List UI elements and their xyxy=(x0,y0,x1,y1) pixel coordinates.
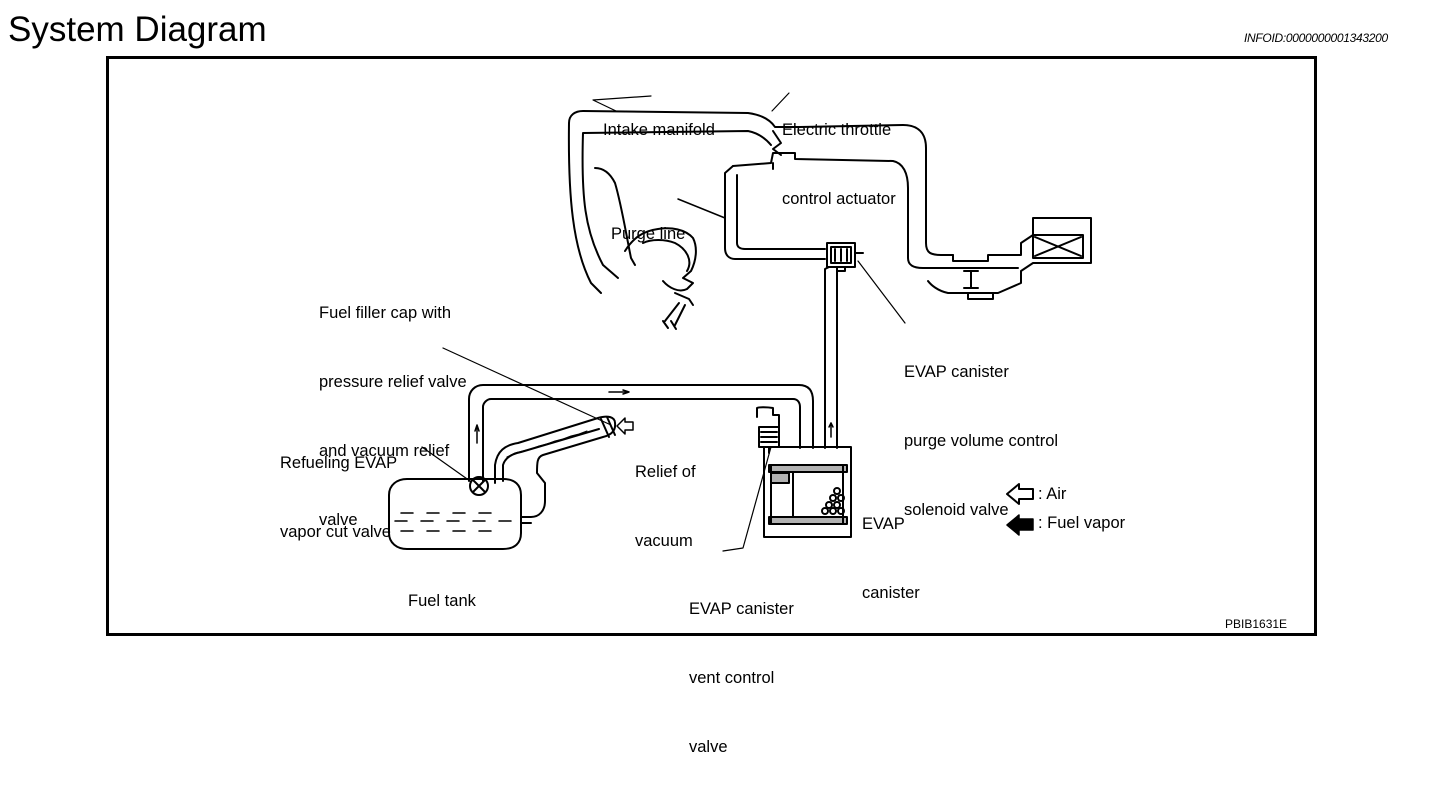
diagram-frame: Intake manifold Electric throttle contro… xyxy=(106,56,1317,756)
vent-control-valve-label: EVAP canister vent control valve xyxy=(689,600,794,756)
fuel-tank-label: Fuel tank xyxy=(408,592,476,610)
intake-manifold-label: Intake manifold xyxy=(603,121,715,139)
purge-control-valve-label: EVAP canister purge volume control solen… xyxy=(904,363,1059,519)
relief-of-vacuum-label: Relief of vacuum xyxy=(635,463,696,550)
evap-canister-shape xyxy=(763,446,852,538)
legend-air-label: : Air xyxy=(1038,485,1067,503)
fuel-filler-cap-label: Fuel filler cap with pressure relief val… xyxy=(319,304,467,529)
intake-manifold-shape xyxy=(567,110,801,294)
page-title: System Diagram xyxy=(8,10,267,49)
legend-fuel-vapor-icon xyxy=(1006,514,1034,536)
vapor-line-shape xyxy=(468,384,814,482)
leader-lines xyxy=(421,92,906,552)
fuel-tank-shape xyxy=(388,478,522,550)
relief-arrow-shape xyxy=(616,417,634,435)
legend-air-icon xyxy=(1006,483,1034,505)
purge-control-valve-shape xyxy=(826,242,856,272)
info-id: INFOID:0000000001343200 xyxy=(1244,31,1388,45)
throttle-body-shape xyxy=(732,124,954,269)
purge-line-label: Purge line xyxy=(611,225,686,243)
legend-fuel-vapor-label: : Fuel vapor xyxy=(1038,514,1126,532)
system-diagram-drawing xyxy=(388,92,1092,552)
evap-canister-label: EVAP canister xyxy=(862,515,920,602)
refueling-cut-valve-shape xyxy=(469,476,489,496)
air-cleaner-shape xyxy=(927,217,1092,300)
purge-line-shape xyxy=(677,165,864,260)
vent-control-valve-shape xyxy=(756,406,780,454)
reference-code: PBIB1631E xyxy=(1225,617,1288,631)
filler-neck-shape xyxy=(494,415,617,524)
refueling-cut-valve-label: Refueling EVAP vapor cut valve xyxy=(280,454,398,541)
canister-purge-line-shape xyxy=(824,266,838,449)
engine-sketch-shape xyxy=(624,227,697,330)
throttle-actuator-label: Electric throttle control actuator xyxy=(782,121,896,208)
